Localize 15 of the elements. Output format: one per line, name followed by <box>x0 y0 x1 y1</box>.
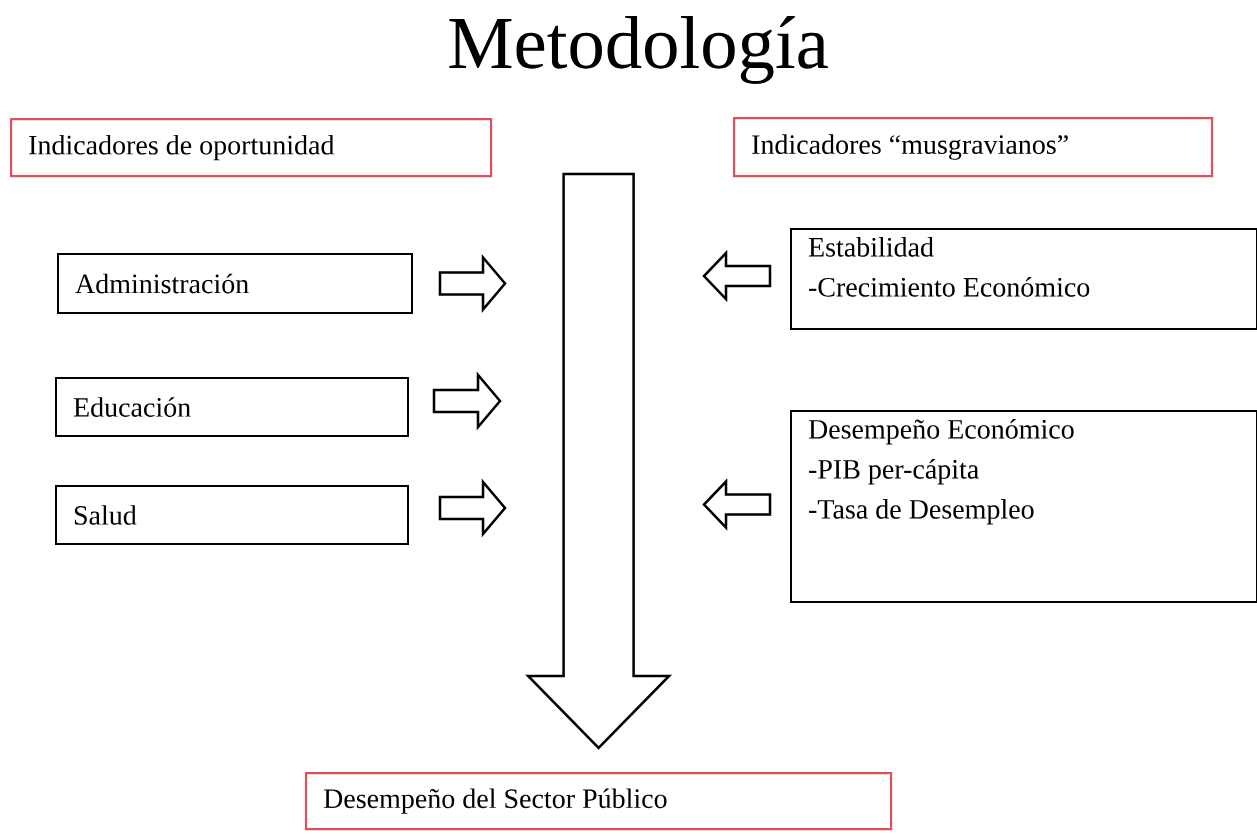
heading-box: Indicadores de oportunidad <box>10 118 493 178</box>
block-arrow <box>702 249 772 303</box>
process-box: Salud <box>55 485 409 545</box>
block-arrow <box>432 371 502 431</box>
process-box: Estabilidad -Crecimiento Económico <box>790 228 1257 330</box>
block-arrow <box>438 478 507 538</box>
block-arrow <box>702 478 772 531</box>
heading-box: Indicadores “musgravianos” <box>733 117 1214 178</box>
process-box: Administración <box>57 253 413 314</box>
title: Metodología <box>449 16 828 85</box>
block-arrow <box>438 254 507 313</box>
process-box: Educación <box>55 377 409 437</box>
heading-box: Desempeño del Sector Público <box>305 772 893 831</box>
process-box: Desempeño Económico -PIB per-cápita -Tasa de Desempleo <box>790 410 1257 603</box>
block-arrow <box>525 172 673 750</box>
